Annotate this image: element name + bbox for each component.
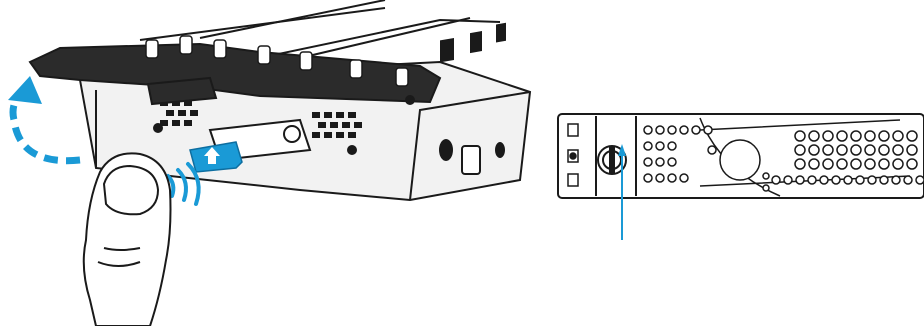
curved-dashed-arrow-icon: [8, 76, 80, 161]
vent-grid-right: [312, 112, 362, 138]
thumb: [84, 153, 171, 326]
front-panel-view: [558, 114, 924, 240]
bezel-removal-illustration: [8, 0, 530, 326]
